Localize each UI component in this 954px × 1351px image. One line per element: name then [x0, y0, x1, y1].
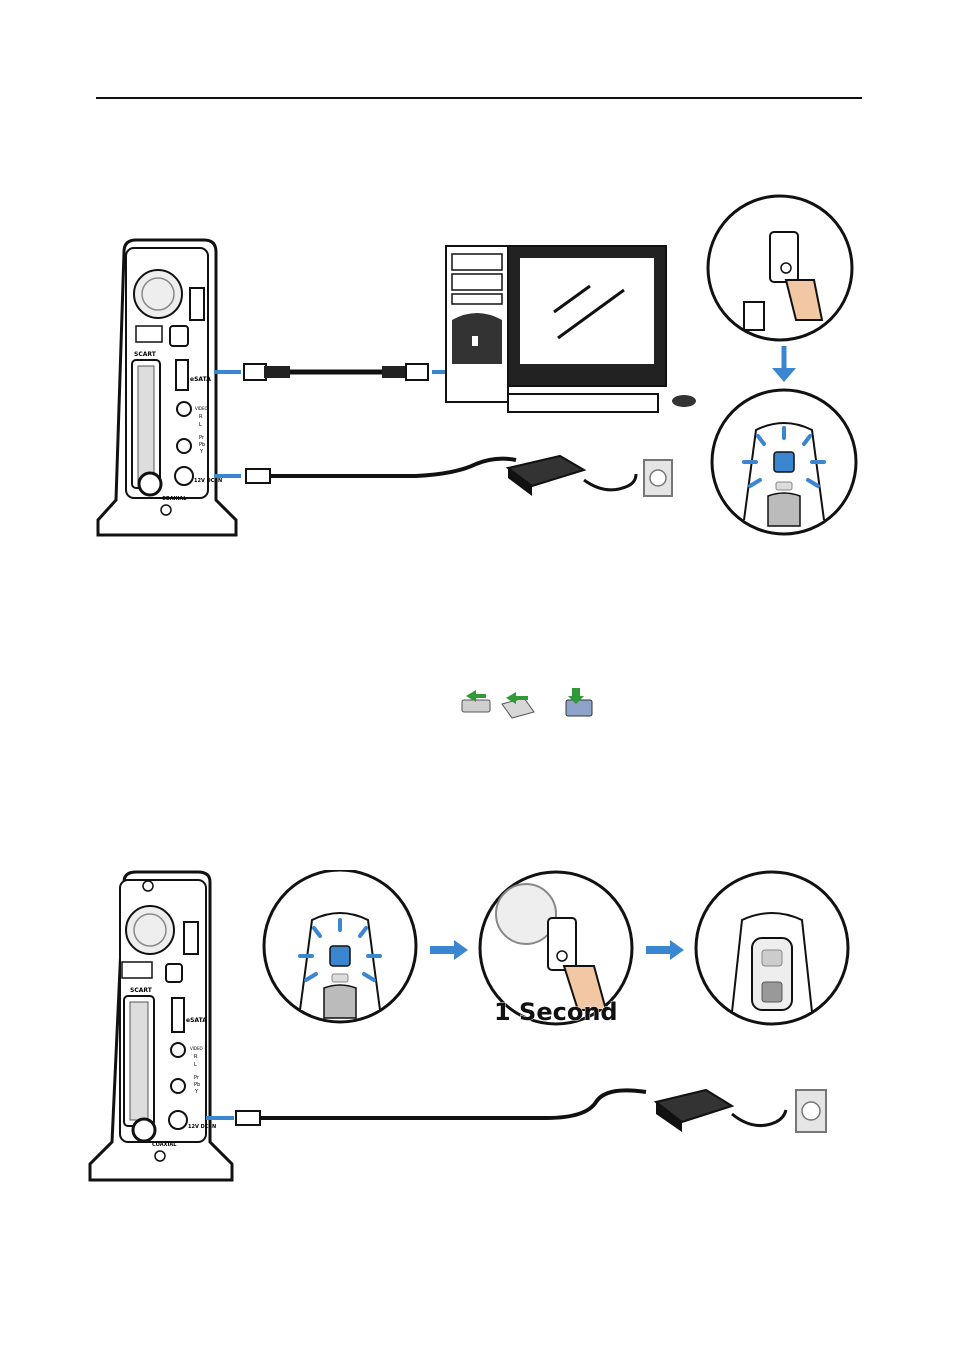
esata-label: eSATA — [186, 1017, 207, 1024]
zoom-led-on — [264, 870, 416, 1022]
monitor-illustration — [508, 246, 696, 412]
coaxial-label: COAXIAL — [162, 496, 187, 502]
unplug-drive-icon — [566, 688, 592, 716]
hold-duration-caption: 1 Second — [494, 998, 618, 1026]
figure-power-off: SCART eSATA VIDEO R L Pr Pb Y 12V DC IN … — [86, 870, 850, 1188]
audio-l-label: L — [194, 1062, 197, 1068]
pb-label: Pb — [194, 1082, 200, 1088]
pc-tower-illustration — [446, 246, 508, 402]
power-adapter — [246, 456, 672, 496]
scart-label: SCART — [134, 351, 157, 358]
zoom-press-one-second: 1 Second — [480, 872, 632, 1026]
safely-remove-icon — [462, 690, 490, 712]
video-label: VIDEO — [195, 406, 208, 411]
zoom-led-off — [696, 872, 848, 1024]
coaxial-label: COAXIAL — [152, 1142, 177, 1148]
zoom-led-on — [712, 390, 856, 534]
figure-connect-pc: SCART eSATA VIDEO R L Pr Pb Y 12V DC IN … — [96, 190, 860, 540]
scart-label: SCART — [130, 987, 153, 994]
tray-icons-row — [458, 686, 598, 722]
device-back-panel: SCART eSATA VIDEO R L Pr Pb Y 12V DC IN … — [90, 872, 232, 1180]
audio-l-label: L — [199, 422, 202, 428]
dc-in-label: 12V DC IN — [188, 1124, 216, 1130]
eject-card-icon — [502, 692, 534, 718]
audio-r-label: R — [199, 414, 203, 420]
audio-r-label: R — [194, 1054, 198, 1060]
power-adapter — [236, 1090, 826, 1132]
esata-label: eSATA — [190, 376, 211, 383]
pb-label: Pb — [199, 442, 205, 448]
device-back-panel: SCART eSATA VIDEO R L Pr Pb Y 12V DC IN … — [98, 240, 236, 535]
zoom-press-power-button — [708, 196, 852, 340]
header-rule — [96, 97, 862, 99]
video-label: VIDEO — [190, 1046, 203, 1051]
dc-in-label: 12V DC IN — [194, 478, 222, 484]
esata-cable — [244, 364, 428, 380]
